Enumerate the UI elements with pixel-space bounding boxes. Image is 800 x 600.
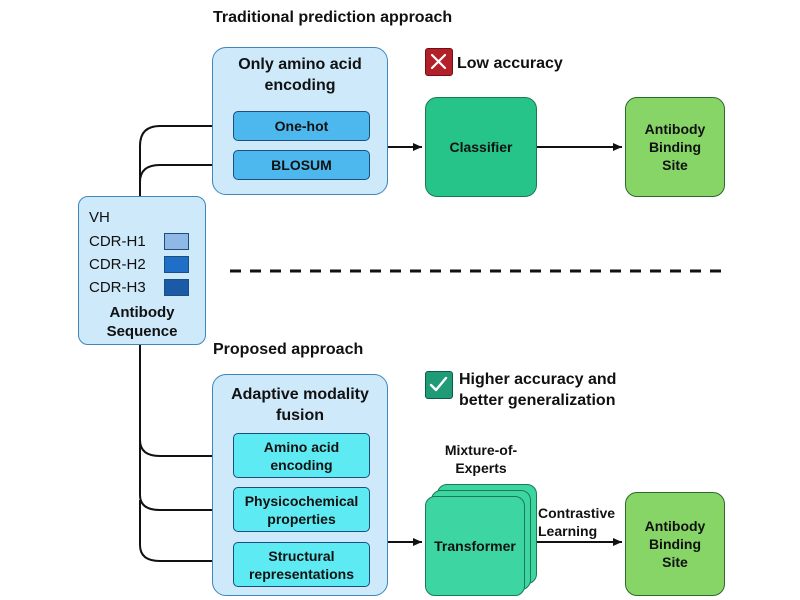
antibody-sequence-box: VH CDR-H1 CDR-H2 CDR-H3 Antibody Sequenc… — [78, 196, 206, 345]
arrow-to-onehot — [139, 122, 230, 196]
antibody-sequence-title: Antibody Sequence — [106, 304, 178, 340]
x-mark-icon — [425, 48, 453, 76]
transformer-box: Transformer — [425, 496, 525, 596]
traditional-heading: Traditional prediction approach — [213, 9, 453, 26]
higher-accuracy-note: Higher accuracy and better generalizatio… — [459, 371, 617, 409]
arrow-to-physchem — [139, 440, 230, 514]
panel-title: Only amino acid encoding — [238, 56, 362, 94]
mixture-of-experts-label: Mixture-of- Experts — [444, 442, 518, 476]
cdr-h2-swatch — [164, 256, 189, 273]
classifier-box: Classifier — [425, 97, 537, 197]
blosum-chip: BLOSUM — [233, 150, 370, 180]
arrow-to-blosum — [139, 161, 230, 196]
check-mark-icon — [425, 371, 453, 399]
contrastive-learning-label: Contrastive Learning — [538, 505, 616, 539]
arrow-to-structural — [139, 500, 230, 565]
cdr-h2-label: CDR-H2 — [89, 256, 146, 273]
low-accuracy-note: Low accuracy — [457, 55, 563, 72]
proposed-heading: Proposed approach — [213, 341, 364, 358]
cdr-h1-swatch — [164, 233, 189, 250]
cdr-h3-swatch — [164, 279, 189, 296]
output-binding-site-bottom: Antibody Binding Site — [625, 492, 725, 596]
cdr-h3-label: CDR-H3 — [89, 279, 146, 296]
output-binding-site-top: Antibody Binding Site — [625, 97, 725, 197]
panel-title: Adaptive modality fusion — [231, 386, 369, 424]
vh-label: VH — [89, 209, 110, 226]
cdr-h1-label: CDR-H1 — [89, 233, 146, 250]
onehot-chip: One-hot — [233, 111, 370, 141]
